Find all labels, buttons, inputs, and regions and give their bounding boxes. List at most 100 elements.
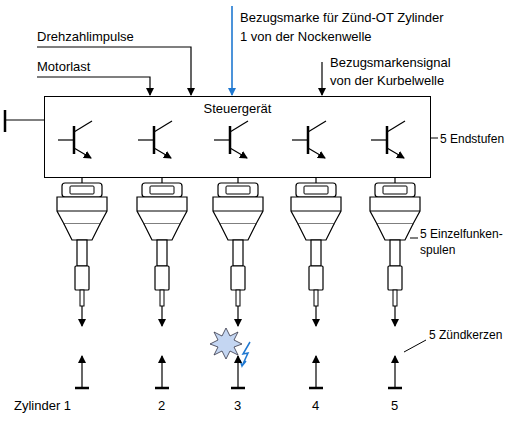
coil-connector (296, 183, 336, 197)
ground-electrode (394, 356, 395, 388)
coil-wire (315, 178, 316, 183)
transistor-collector (154, 121, 172, 132)
coil-head (57, 197, 107, 224)
cylinder-ground (75, 387, 89, 390)
transistor-bar (229, 126, 232, 154)
box-title: Steuergerät (45, 97, 430, 117)
center-electrode (394, 306, 395, 326)
signal-line (37, 77, 150, 95)
cylinder-label: Zylinder 1 (14, 396, 104, 415)
lightning-symbol (240, 342, 250, 366)
ground-electrode (161, 356, 162, 388)
coil-body (64, 224, 100, 240)
coil-edge (291, 211, 341, 212)
transistor-bar (73, 126, 76, 154)
transistor-base (214, 139, 230, 140)
signal-label: Motorlast (37, 57, 147, 76)
coil-connector (142, 183, 182, 197)
coil-plug (150, 186, 174, 194)
transistor-collector (74, 121, 92, 132)
center-electrode (81, 306, 82, 326)
coil-wire (237, 178, 238, 183)
part-label: 5 Zündkerzen (429, 326, 508, 345)
transistor-emitter (308, 148, 325, 158)
cylinder-number: 5 (391, 396, 398, 415)
leader-line (431, 138, 438, 139)
part-label: 5 Endstufen (440, 130, 508, 149)
transistor-collector (387, 121, 405, 132)
coil-connector (62, 183, 102, 197)
coil-body (377, 224, 413, 240)
transistor-base (292, 139, 308, 140)
coil-connector (375, 183, 415, 197)
coil-wire (394, 178, 395, 183)
center-electrode (315, 306, 316, 326)
coil-body (298, 224, 334, 240)
control-unit-box: Steuergerät (44, 96, 431, 178)
coil-rod (80, 290, 84, 306)
coil-plug (70, 186, 94, 194)
reference-signal-line (231, 6, 233, 95)
coil-rod (236, 290, 240, 306)
transistor-base (138, 139, 154, 140)
signal-label: Drehzahlimpulse (37, 27, 187, 46)
coil-wire (81, 178, 82, 183)
coil-head (291, 197, 341, 224)
transistor-emitter (74, 148, 91, 158)
ground-electrode (81, 356, 82, 388)
coil-rod (160, 290, 164, 306)
transistor-bar (307, 126, 310, 154)
coil-wire (161, 178, 162, 183)
transistor-collector (308, 121, 326, 132)
coil-head (137, 197, 187, 224)
signal-label: Bezugsmarkensignal von der Kurbelwelle (330, 54, 465, 90)
transistor-base (58, 139, 74, 140)
parts-group (57, 121, 420, 388)
signal-label: Bezugsmarke für Zünd-OT Zylinder 1 von d… (240, 8, 445, 46)
cylinder-ground (388, 387, 402, 390)
coil-head (213, 197, 263, 224)
coil-boot (388, 266, 402, 290)
coil-neck (233, 240, 243, 266)
transistor-emitter (387, 148, 404, 158)
coil-edge (137, 211, 187, 212)
coil-neck (311, 240, 321, 266)
coil-boot (75, 266, 89, 290)
coil-plug (304, 186, 328, 194)
coil-neck (157, 240, 167, 266)
leader-line (410, 238, 418, 239)
coil-boot (155, 266, 169, 290)
cylinder-number: 2 (158, 396, 165, 415)
transistor-base (371, 139, 387, 140)
cylinder-ground (155, 387, 169, 390)
spark (210, 328, 242, 359)
coil-rod (314, 290, 318, 306)
cylinder-ground (309, 387, 323, 390)
part-label: 5 Einzelfunken- spulen (420, 226, 508, 258)
coil-edge (213, 211, 263, 212)
coil-head (370, 197, 420, 224)
cylinder-number: 4 (312, 396, 319, 415)
coil-body (144, 224, 180, 240)
transistor-emitter (230, 148, 247, 158)
coil-plug (226, 186, 250, 194)
transistor-collector (230, 121, 248, 132)
coil-plug (383, 186, 407, 194)
ground-electrode (315, 356, 316, 388)
signal-line (321, 62, 322, 95)
ground-electrode (237, 356, 238, 388)
coil-boot (231, 266, 245, 290)
cylinder-number: 3 (234, 396, 241, 415)
center-electrode (161, 306, 162, 326)
coil-boot (309, 266, 323, 290)
signal-line (37, 47, 191, 95)
transistor-bar (386, 126, 389, 154)
coil-edge (57, 211, 107, 212)
transistor-emitter (154, 148, 171, 158)
transistor-bar (153, 126, 156, 154)
ground-wire (5, 119, 44, 120)
cylinder-ground (231, 387, 245, 390)
coil-neck (390, 240, 400, 266)
center-electrode (237, 306, 238, 326)
